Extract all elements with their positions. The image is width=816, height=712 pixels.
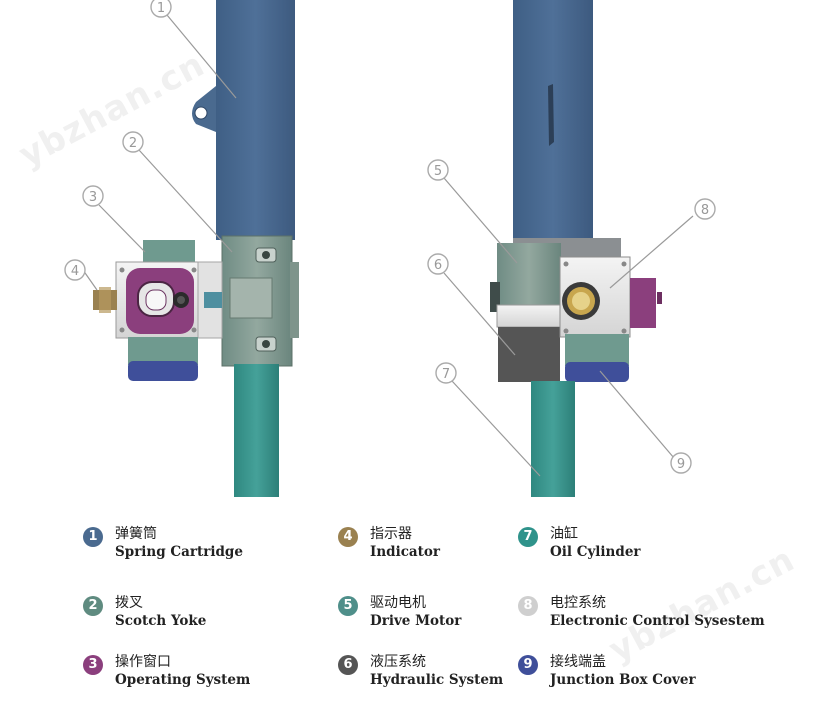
callout-lines (82, 14, 694, 477)
legend-en-5: Drive Motor (370, 613, 462, 629)
callout-3: 3 (82, 185, 104, 207)
svg-text:9: 9 (677, 457, 685, 472)
callout-4: 4 (64, 259, 86, 281)
legend-badge-8: 8 (518, 596, 538, 616)
legend-cn-5: 驱动电机 (370, 595, 426, 611)
svg-text:3: 3 (89, 190, 97, 205)
legend-en-6: Hydraulic System (370, 672, 504, 688)
legend-badge-3: 3 (83, 655, 103, 675)
drive-motor-lower-right (565, 334, 629, 366)
legend-en-3: Operating System (115, 672, 251, 688)
drive-motor (497, 243, 561, 307)
legend-cn-2: 拨叉 (115, 595, 143, 611)
svg-text:4: 4 (71, 264, 79, 279)
callout-5: 5 (427, 159, 449, 181)
drive-motor-lower (128, 337, 198, 365)
oil-cylinder-right (531, 381, 575, 497)
lug-hole (194, 106, 208, 120)
legend-item-7: 7 油缸 Oil Cylinder (518, 526, 641, 561)
callout-9: 9 (670, 452, 692, 474)
legend-item-4: 4 指示器 Indicator (338, 526, 440, 561)
yoke-cover (229, 277, 273, 319)
hydraulic-band (496, 304, 562, 328)
legend-badge-4: 4 (338, 527, 358, 547)
left-actuator (93, 0, 299, 497)
callout-markers: 1 2 3 4 5 6 7 8 9 (64, 0, 716, 474)
legend-en-9: Junction Box Cover (550, 672, 696, 688)
legend-item-2: 2 拨叉 Scotch Yoke (83, 595, 206, 630)
right-actuator (490, 0, 662, 497)
svg-text:7: 7 (442, 367, 450, 382)
cartridge-slot (548, 84, 554, 146)
svg-text:6: 6 (434, 258, 442, 273)
callout-7: 7 (435, 362, 457, 384)
legend-en-1: Spring Cartridge (115, 544, 243, 560)
legend-item-3: 3 操作窗口 Operating System (83, 654, 250, 689)
legend-en-2: Scotch Yoke (115, 613, 207, 629)
legend-en-7: Oil Cylinder (550, 544, 641, 560)
callout-1: 1 (150, 0, 172, 18)
callout-8: 8 (694, 198, 716, 220)
hydraulic-system (498, 327, 560, 382)
junction-box-cover (128, 361, 198, 381)
legend-badge-7: 7 (518, 527, 538, 547)
legend-badge-9: 9 (518, 655, 538, 675)
legend-item-1: 1 弹簧筒 Spring Cartridge (83, 526, 243, 561)
svg-text:8: 8 (701, 203, 709, 218)
callout-2: 2 (122, 131, 144, 153)
svg-text:5: 5 (434, 164, 442, 179)
legend-cn-7: 油缸 (550, 526, 578, 542)
watermark-bottom: ybzhan.cn (602, 539, 802, 671)
oil-cylinder (234, 364, 279, 497)
legend-item-5: 5 驱动电机 Drive Motor (338, 595, 461, 630)
legend-cn-4: 指示器 (370, 526, 412, 542)
actuator-diagram: 1 2 3 4 5 6 7 8 9 (64, 0, 716, 497)
legend-badge-6: 6 (338, 655, 358, 675)
spring-cartridge (216, 0, 295, 240)
legend-badge-1: 1 (83, 527, 103, 547)
drive-motor-top (143, 240, 195, 265)
legend-cn-3: 操作窗口 (115, 654, 171, 670)
junction-box-cover-right (565, 362, 629, 382)
yoke-side-plate (290, 262, 299, 338)
legend-badge-2: 2 (83, 596, 103, 616)
legend-item-6: 6 液压系统 Hydraulic System (338, 654, 503, 689)
purple-side-box (630, 278, 656, 328)
legend-badge-5: 5 (338, 596, 358, 616)
legend-cn-1: 弹簧筒 (115, 526, 157, 542)
svg-text:2: 2 (129, 136, 137, 151)
legend-en-4: Indicator (370, 544, 441, 560)
legend-cn-6: 液压系统 (370, 654, 426, 670)
callout-6: 6 (427, 253, 449, 275)
svg-text:1: 1 (157, 1, 165, 16)
